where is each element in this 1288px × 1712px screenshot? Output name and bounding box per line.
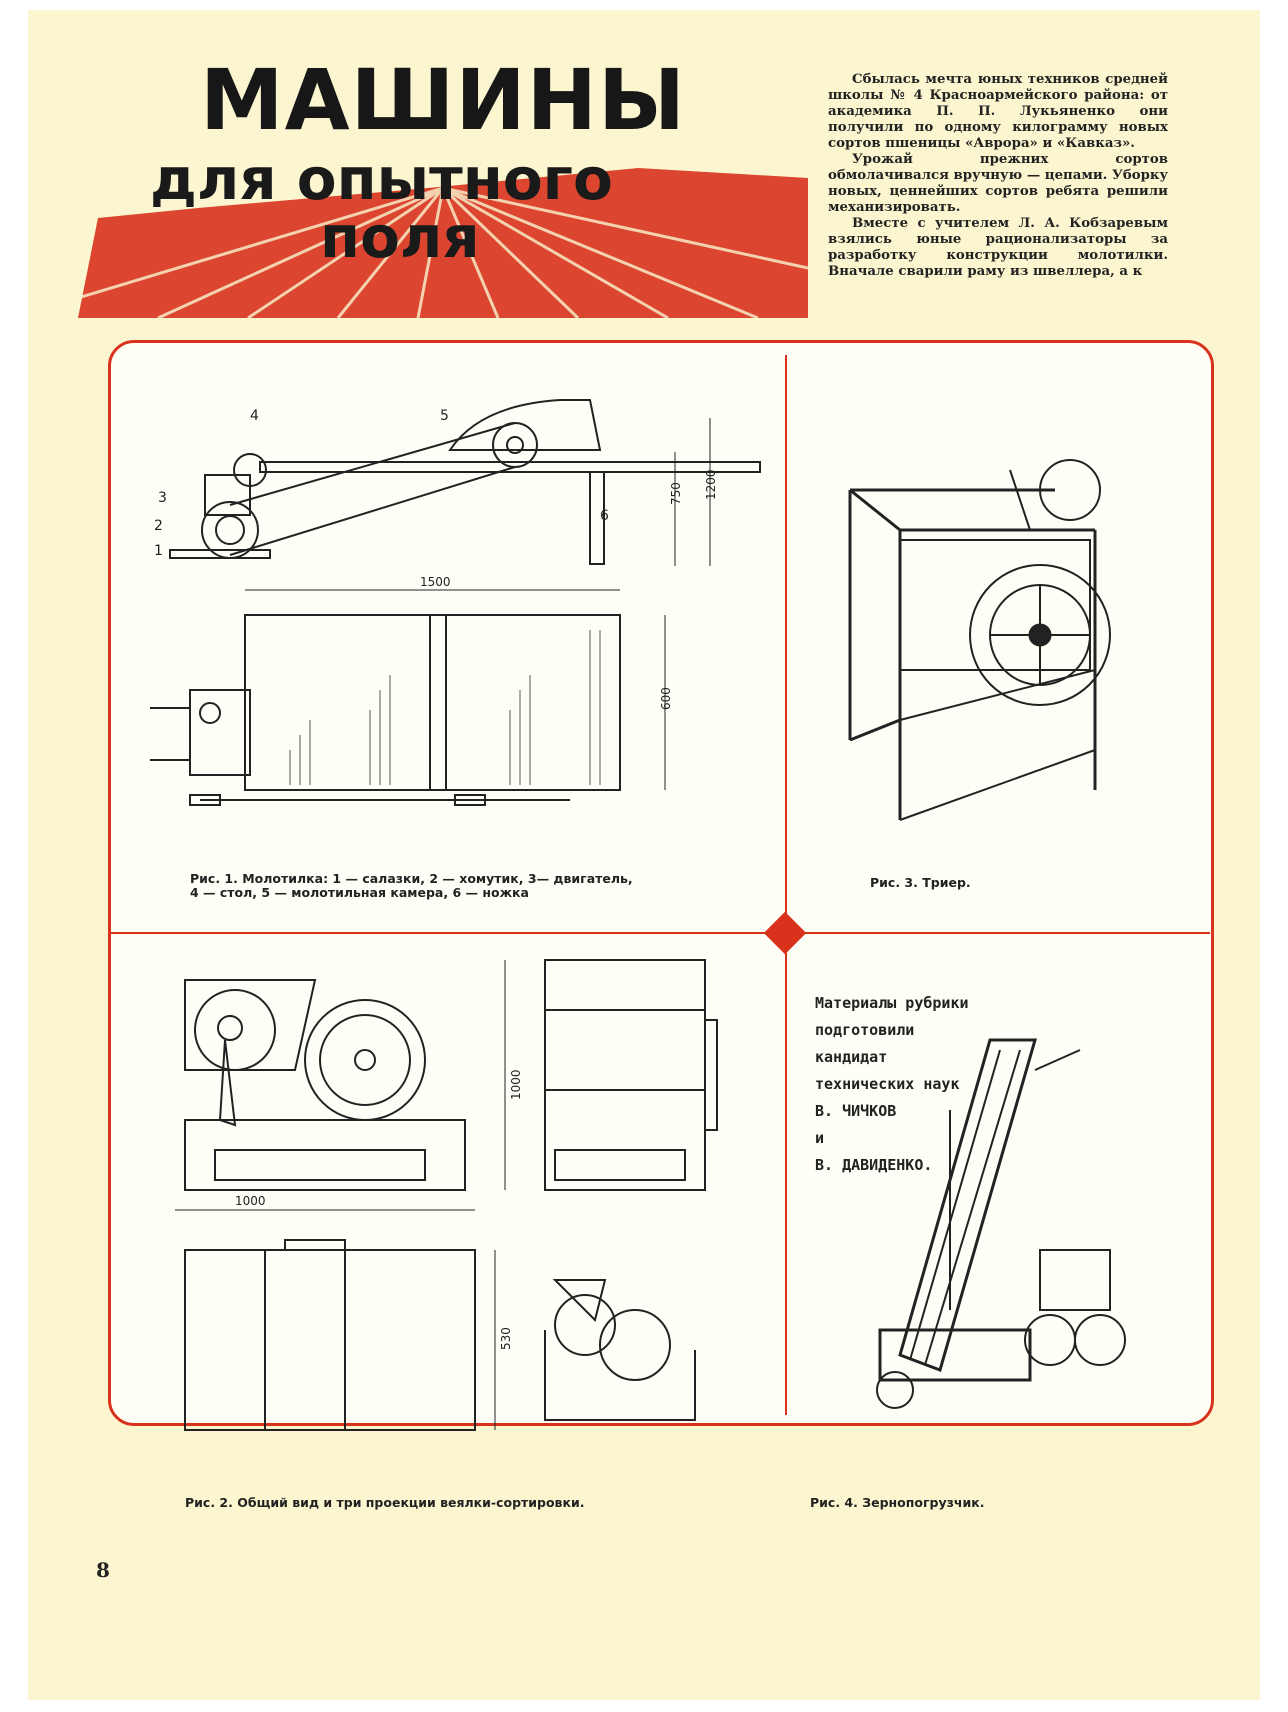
figure2-winnower-drawing: 1000 1000 530 [175, 959, 718, 1431]
figure3-trier-illustration [848, 459, 1111, 821]
fig1-label-2: 2 [154, 518, 163, 534]
frame-divider-vertical [785, 355, 787, 1415]
headline: МАШИНЫ [200, 51, 687, 149]
figure4-caption: Рис. 4. Зернопогрузчик. [810, 1495, 985, 1510]
fig2-dim-530: 530 [499, 1327, 513, 1350]
author-name: В. ДАВИДЕНКО. [815, 1156, 933, 1174]
figure1-caption: Рис. 1. Молотилка: 1 — салазки, 2 — хому… [190, 872, 633, 900]
fig1-label-4: 4 [250, 408, 259, 424]
intro-paragraph: Вместе с учителем Л. А. Кобзаревым взяли… [828, 216, 1168, 279]
frame-divider-horizontal [110, 932, 1210, 934]
intro-paragraph: Сбылась мечта юных техников средней школ… [828, 72, 1168, 151]
intro-paragraph: Урожай прежних сортов обмолачивался вруч… [828, 152, 1168, 215]
figure1-caption-line2: 4 — стол, 5 — молотильная камера, 6 — но… [190, 885, 529, 900]
figure4-grain-loader-illustration [876, 1038, 1126, 1409]
figure2-caption: Рис. 2. Общий вид и три проекции веялки-… [185, 1495, 585, 1510]
headline-line2: для опытного [150, 145, 613, 213]
credits-line: и [815, 1129, 825, 1147]
fig1-label-1: 1 [154, 543, 163, 559]
fig1-dim-1500: 1500 [420, 575, 451, 589]
figure1-thresher-drawing: 1 2 3 4 5 6 750 1200 1500 600 [150, 399, 761, 806]
fig1-label-3: 3 [158, 490, 167, 506]
figure1-caption-line1: Рис. 1. Молотилка: 1 — салазки, 2 — хому… [190, 871, 633, 886]
page-number: 8 [96, 1558, 110, 1582]
skid [169, 549, 271, 559]
credits-line: технических наук [815, 1075, 960, 1093]
fig1-label-6: 6 [600, 508, 609, 524]
fig1-dim-1200: 1200 [704, 469, 718, 500]
figures-frame [108, 340, 1214, 1426]
fig1-dim-600: 600 [659, 687, 673, 710]
credits-line: Материалы рубрики [815, 994, 969, 1012]
figure3-caption: Рис. 3. Триер. [870, 875, 971, 890]
title-field-illustration [78, 168, 808, 318]
fig2-dim-1000-width: 1000 [235, 1194, 266, 1208]
fig1-dim-750: 750 [669, 482, 683, 505]
credits-line: кандидат [815, 1048, 888, 1066]
author-name: В. ЧИЧКОВ [815, 1102, 897, 1120]
credits-block: Материалы рубрики подготовили кандидат т… [815, 990, 1015, 1179]
fig2-dim-1000-height: 1000 [509, 1069, 523, 1100]
intro-text: Сбылась мечта юных техников средней школ… [828, 72, 1168, 280]
fig1-label-5: 5 [440, 408, 449, 424]
credits-line: подготовили [815, 1021, 915, 1039]
headline-line3: поля [320, 203, 480, 271]
